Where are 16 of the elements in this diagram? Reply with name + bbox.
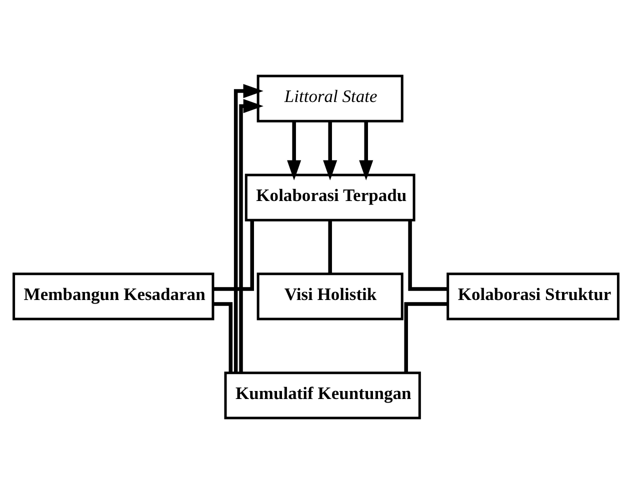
connector [404,302,448,373]
node-box: Kolaborasi Terpadu [244,174,416,222]
node-box: Visi Holistik [256,272,404,320]
arrow [239,99,264,373]
arrow [323,122,338,180]
connector [328,220,332,274]
connector [408,220,448,291]
connector [213,220,254,291]
node-box: Littoral State [256,74,404,122]
arrow [359,122,374,180]
arrow [287,122,302,180]
node-box: Membangun Kesadaran [12,272,214,320]
node-box: Kolaborasi Struktur [446,272,620,320]
node-box: Kumulatif Keuntungan [224,372,421,420]
arrow [234,84,264,373]
connector [213,302,233,373]
